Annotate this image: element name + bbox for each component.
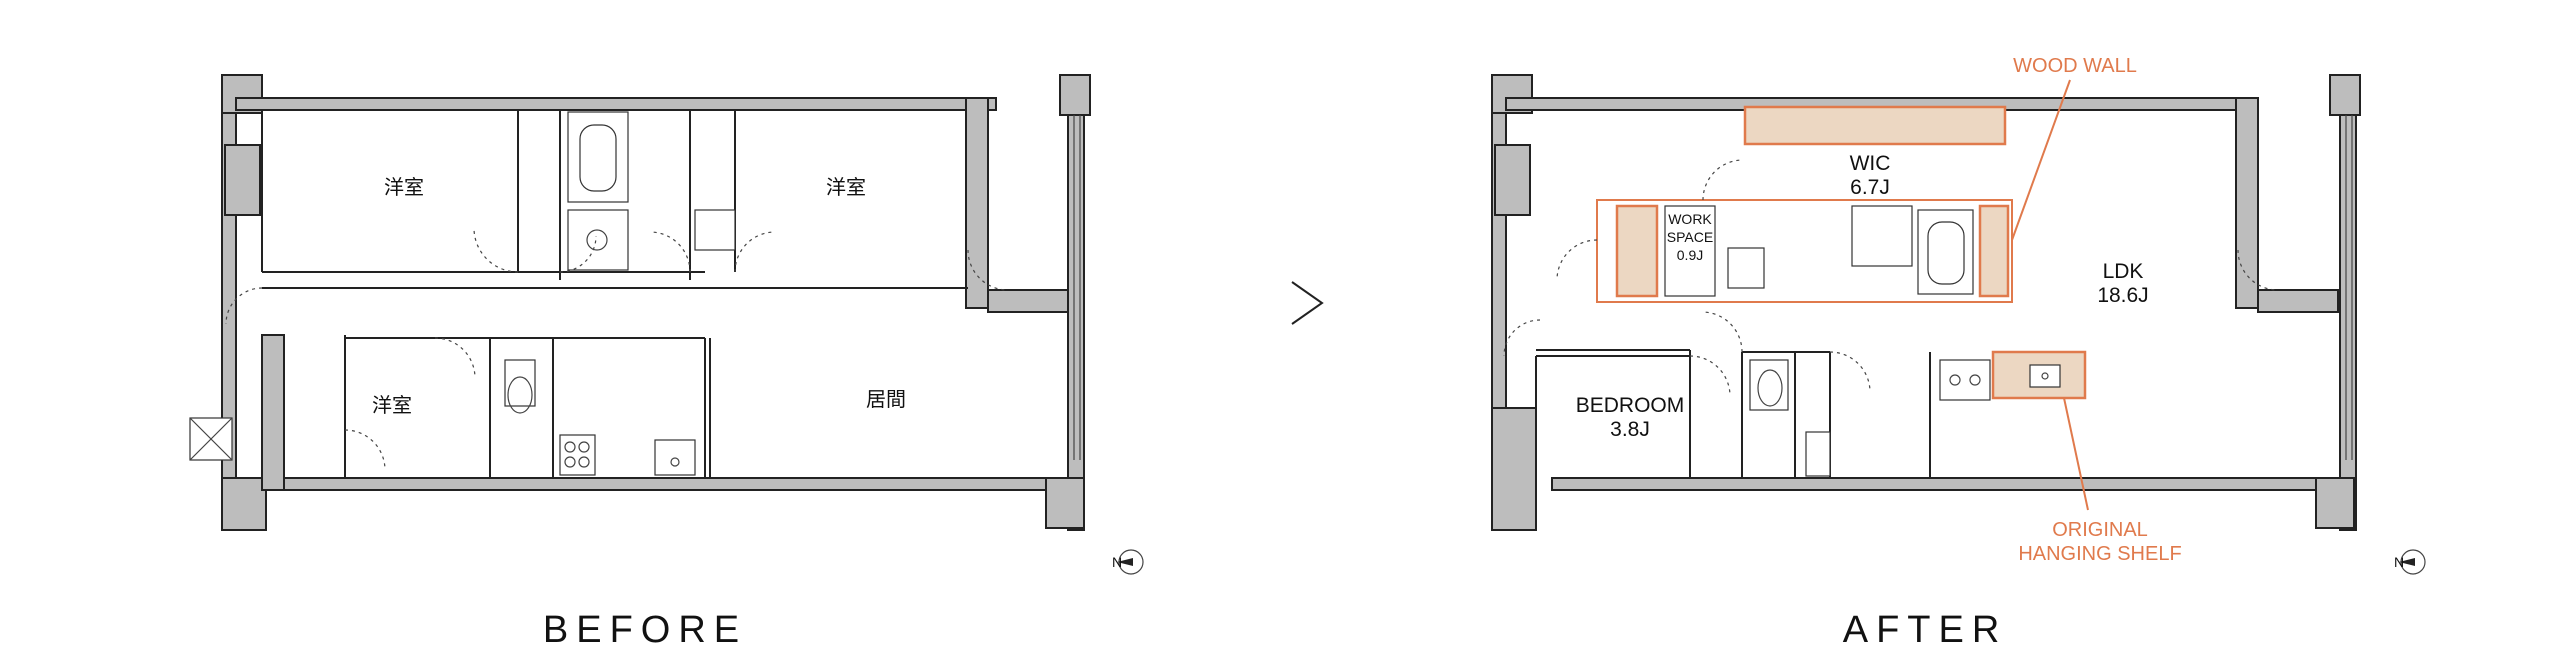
svg-text:N: N	[2394, 554, 2404, 570]
after-room-workspace-line1: WORK	[1668, 211, 1712, 227]
wood-wall-panel	[1743, 105, 2007, 146]
before-room-western-1: 洋室	[384, 175, 424, 199]
annotation-original-line1: ORIGINAL	[2052, 519, 2148, 541]
after-interior-walls	[1503, 115, 2353, 478]
after-room-workspace-size: 0.9J	[1677, 247, 1703, 263]
after-caption: AFTER	[1843, 609, 2008, 651]
after-room-bedroom-name: BEDROOM	[1576, 394, 1685, 417]
after-room-wic-size: 6.7J	[1850, 176, 1890, 199]
before-room-western-2: 洋室	[826, 175, 866, 199]
after-outer-walls	[1491, 74, 2361, 531]
after-room-wic-name: WIC	[1850, 152, 1891, 175]
after-room-workspace-line2: SPACE	[1667, 229, 1713, 245]
before-room-western-3: 洋室	[372, 393, 412, 417]
annotation-wood-wall: WOOD WALL	[2013, 55, 2137, 77]
after-room-bedroom-size: 3.8J	[1610, 418, 1650, 441]
before-interior-walls	[189, 110, 1081, 478]
after-room-ldk-name: LDK	[2103, 260, 2144, 283]
before-room-living: 居間	[866, 387, 906, 411]
annotation-original-line2: HANGING SHELF	[2018, 543, 2181, 565]
arrow-right-icon	[1291, 281, 1324, 325]
after-room-ldk-size: 18.6J	[2097, 284, 2148, 307]
north-compass-icon: N	[2394, 549, 2426, 575]
before-plan: 洋室 洋室 洋室 居間 N BEFORE	[189, 74, 1144, 651]
svg-text:N: N	[1112, 554, 1122, 570]
before-caption: BEFORE	[543, 609, 747, 651]
north-compass-icon: N	[1112, 549, 1144, 575]
after-plan: WIC 6.7J LDK 18.6J BEDROOM 3.8J WORK SPA…	[1491, 55, 2426, 651]
